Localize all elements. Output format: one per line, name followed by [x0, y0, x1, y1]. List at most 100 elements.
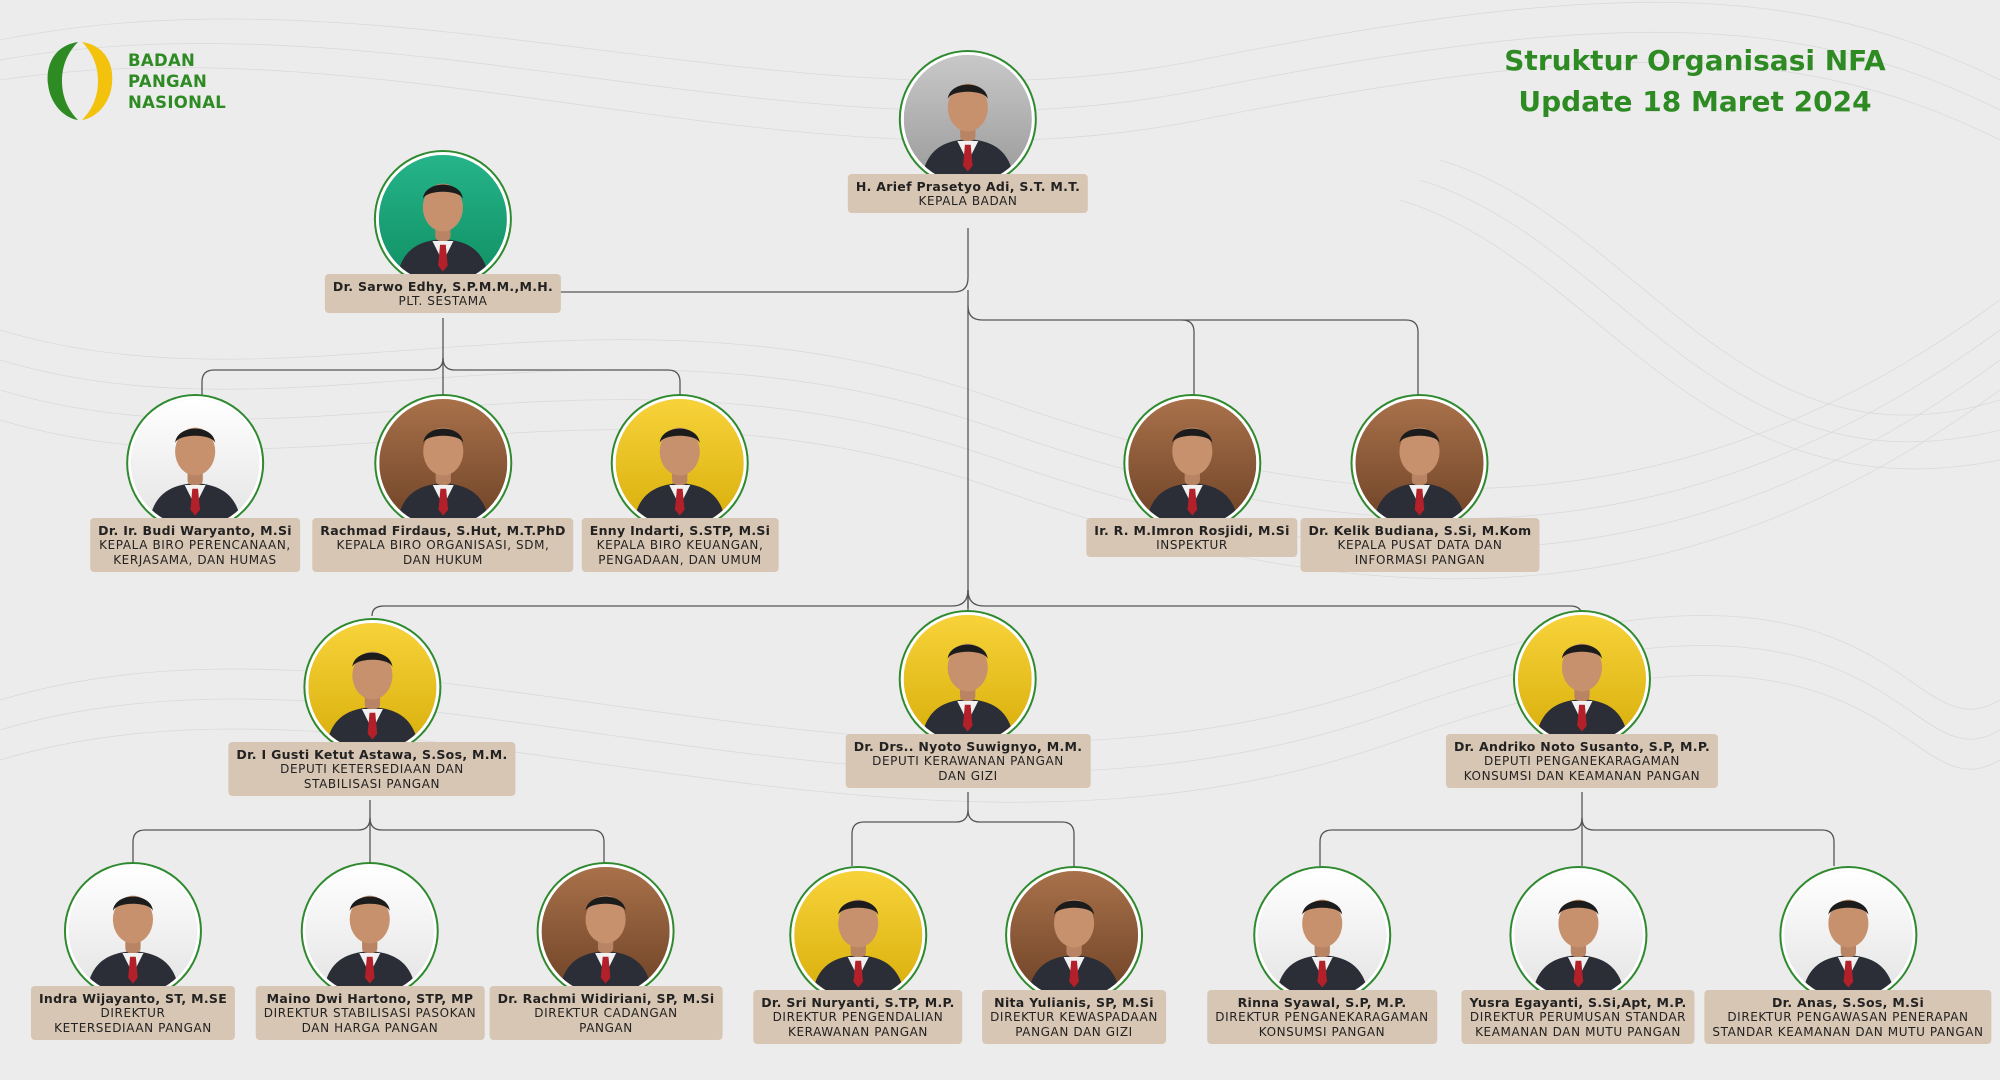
profile-photo: [900, 52, 1035, 186]
person-portrait-icon: [1009, 871, 1138, 999]
person-name: Dr. Ir. Budi Waryanto, M.Si: [98, 523, 292, 538]
profile-photo: [1510, 868, 1645, 1002]
person-portrait-icon: [1783, 871, 1912, 999]
name-label: Dr. Sri Nuryanti, S.TP, M.P.DIREKTUR PEN…: [753, 990, 963, 1044]
position-title: KETERSEDIAAN PANGAN: [54, 1021, 212, 1035]
page-title: Struktur Organisasi NFA Update 18 Maret …: [1450, 40, 1940, 122]
name-label: Dr. I Gusti Ketut Astawa, S.Sos, M.M.DEP…: [228, 742, 516, 796]
position-title: KEPALA BIRO ORGANISASI, SDM,: [336, 538, 550, 552]
profile-photo: [901, 612, 1035, 746]
profile-photo: [376, 396, 510, 530]
position-title: DIREKTUR CADANGAN: [534, 1006, 678, 1020]
position-title: DEPUTI KETERSEDIAAN DAN: [280, 762, 464, 776]
profile-photo: [127, 396, 262, 530]
position-title: DIREKTUR PENGAWASAN PENERAPAN: [1727, 1010, 1969, 1024]
name-label: Dr. Andriko Noto Susanto, S.P, M.P.DEPUT…: [1445, 734, 1719, 788]
position-title: STABILISASI PANGAN: [303, 777, 441, 791]
person-name: Dr. Sarwo Edhy, S.P.M.M.,M.H.: [332, 279, 554, 294]
name-label: Dr. Sarwo Edhy, S.P.M.M.,M.H.PLT. SESTAM…: [324, 274, 562, 313]
profile-photo: [66, 864, 200, 998]
position-title: DEPUTI KERAWANAN PANGAN: [872, 754, 1064, 768]
person-name: Ir. R. M.Imron Rosjidi, M.Si: [1094, 523, 1290, 538]
position-title: KEPALA BIRO KEUANGAN,: [596, 538, 764, 552]
position-title: PLT. SESTAMA: [398, 294, 488, 308]
person-name: Maino Dwi Hartono, STP, MP: [266, 991, 474, 1006]
profile-photo: [613, 396, 747, 530]
person-name: Enny Indarti, S.STP, M.Si: [589, 523, 771, 538]
position-title: INSPEKTUR: [1156, 538, 1228, 552]
org-node-deputi-penganekaragaman: Dr. Andriko Noto Susanto, S.P, M.P.DEPUT…: [1445, 612, 1719, 788]
position-title: PENGADAAN, DAN UMUM: [598, 553, 762, 567]
position-title: DIREKTUR: [100, 1006, 166, 1020]
org-node-kepala-badan: H. Arief Prasetyo Adi, S.T. M.T.KEPALA B…: [847, 52, 1089, 213]
position-title: KEPALA BADAN: [918, 194, 1018, 208]
person-name: Dr. Drs.. Nyoto Suwignyo, M.M.: [853, 739, 1083, 754]
person-portrait-icon: [130, 399, 259, 527]
position-title: DEPUTI PENGANEKARAGAMAN: [1484, 754, 1680, 768]
position-title: DAN HARGA PANGAN: [301, 1021, 439, 1035]
title-line-1: Struktur Organisasi NFA: [1504, 44, 1886, 77]
person-portrait-icon: [1513, 871, 1642, 999]
position-title: PANGAN DAN GIZI: [1015, 1025, 1133, 1039]
org-node-deputi-kerawanan: Dr. Drs.. Nyoto Suwignyo, M.M.DEPUTI KER…: [845, 612, 1091, 788]
org-node-sestama: Dr. Sarwo Edhy, S.P.M.M.,M.H.PLT. SESTAM…: [324, 152, 562, 313]
person-name: Nita Yulianis, SP, M.Si: [994, 995, 1154, 1010]
position-title: DIREKTUR PENGANEKARAGAMAN: [1215, 1010, 1429, 1024]
position-title: KERAWANAN PANGAN: [787, 1025, 928, 1039]
person-portrait-icon: [904, 615, 1032, 743]
profile-photo: [1006, 868, 1141, 1002]
position-title: DIREKTUR PERUMUSAN STANDAR: [1469, 1010, 1687, 1024]
person-portrait-icon: [542, 867, 670, 995]
person-name: H. Arief Prasetyo Adi, S.T. M.T.: [855, 179, 1081, 194]
profile-photo: [303, 864, 437, 998]
person-name: Dr. Rachmi Widiriani, SP, M.Si: [497, 991, 715, 1006]
profile-photo: [375, 152, 510, 286]
position-title: KERJASAMA, DAN HUMAS: [113, 553, 277, 567]
name-label: Yusra Egayanti, S.Si,Apt, M.P.DIREKTUR P…: [1461, 990, 1695, 1044]
profile-photo: [539, 864, 673, 998]
position-title: STANDAR KEAMANAN DAN MUTU PANGAN: [1712, 1025, 1984, 1039]
person-name: Dr. Kelik Budiana, S.Si, M.Kom: [1308, 523, 1532, 538]
position-title: DIREKTUR KEWASPADAAN: [990, 1010, 1158, 1024]
position-title: KONSUMSI DAN KEAMANAN PANGAN: [1463, 769, 1701, 783]
position-title: INFORMASI PANGAN: [1354, 553, 1486, 567]
org-node-deputi-ketersediaan: Dr. I Gusti Ketut Astawa, S.Sos, M.M.DEP…: [228, 620, 516, 796]
position-title: KEPALA BIRO PERENCANAAN,: [99, 538, 291, 552]
position-title: DAN HUKUM: [403, 553, 483, 567]
org-node-dir-penganekaragaman: Rinna Syawal, S.P, M.P.DIREKTUR PENGANEK…: [1207, 868, 1437, 1044]
person-portrait-icon: [1517, 615, 1646, 743]
person-portrait-icon: [903, 55, 1032, 183]
person-portrait-icon: [379, 399, 507, 527]
name-label: Rinna Syawal, S.P, M.P.DIREKTUR PENGANEK…: [1207, 990, 1437, 1044]
profile-photo: [1255, 868, 1389, 1002]
name-label: H. Arief Prasetyo Adi, S.T. M.T.KEPALA B…: [847, 174, 1089, 213]
person-name: Rachmad Firdaus, S.Hut, M.T.PhD: [320, 523, 566, 538]
logo-icon: [47, 42, 113, 120]
profile-photo: [1780, 868, 1915, 1002]
logo-line-2: PANGAN: [128, 71, 208, 91]
person-name: Indra Wijayanto, ST, M.SE: [38, 991, 228, 1006]
profile-photo: [305, 620, 439, 754]
position-title: DAN GIZI: [938, 769, 998, 783]
person-portrait-icon: [1355, 399, 1484, 527]
position-title: DIREKTUR STABILISASI PASOKAN: [263, 1006, 477, 1020]
